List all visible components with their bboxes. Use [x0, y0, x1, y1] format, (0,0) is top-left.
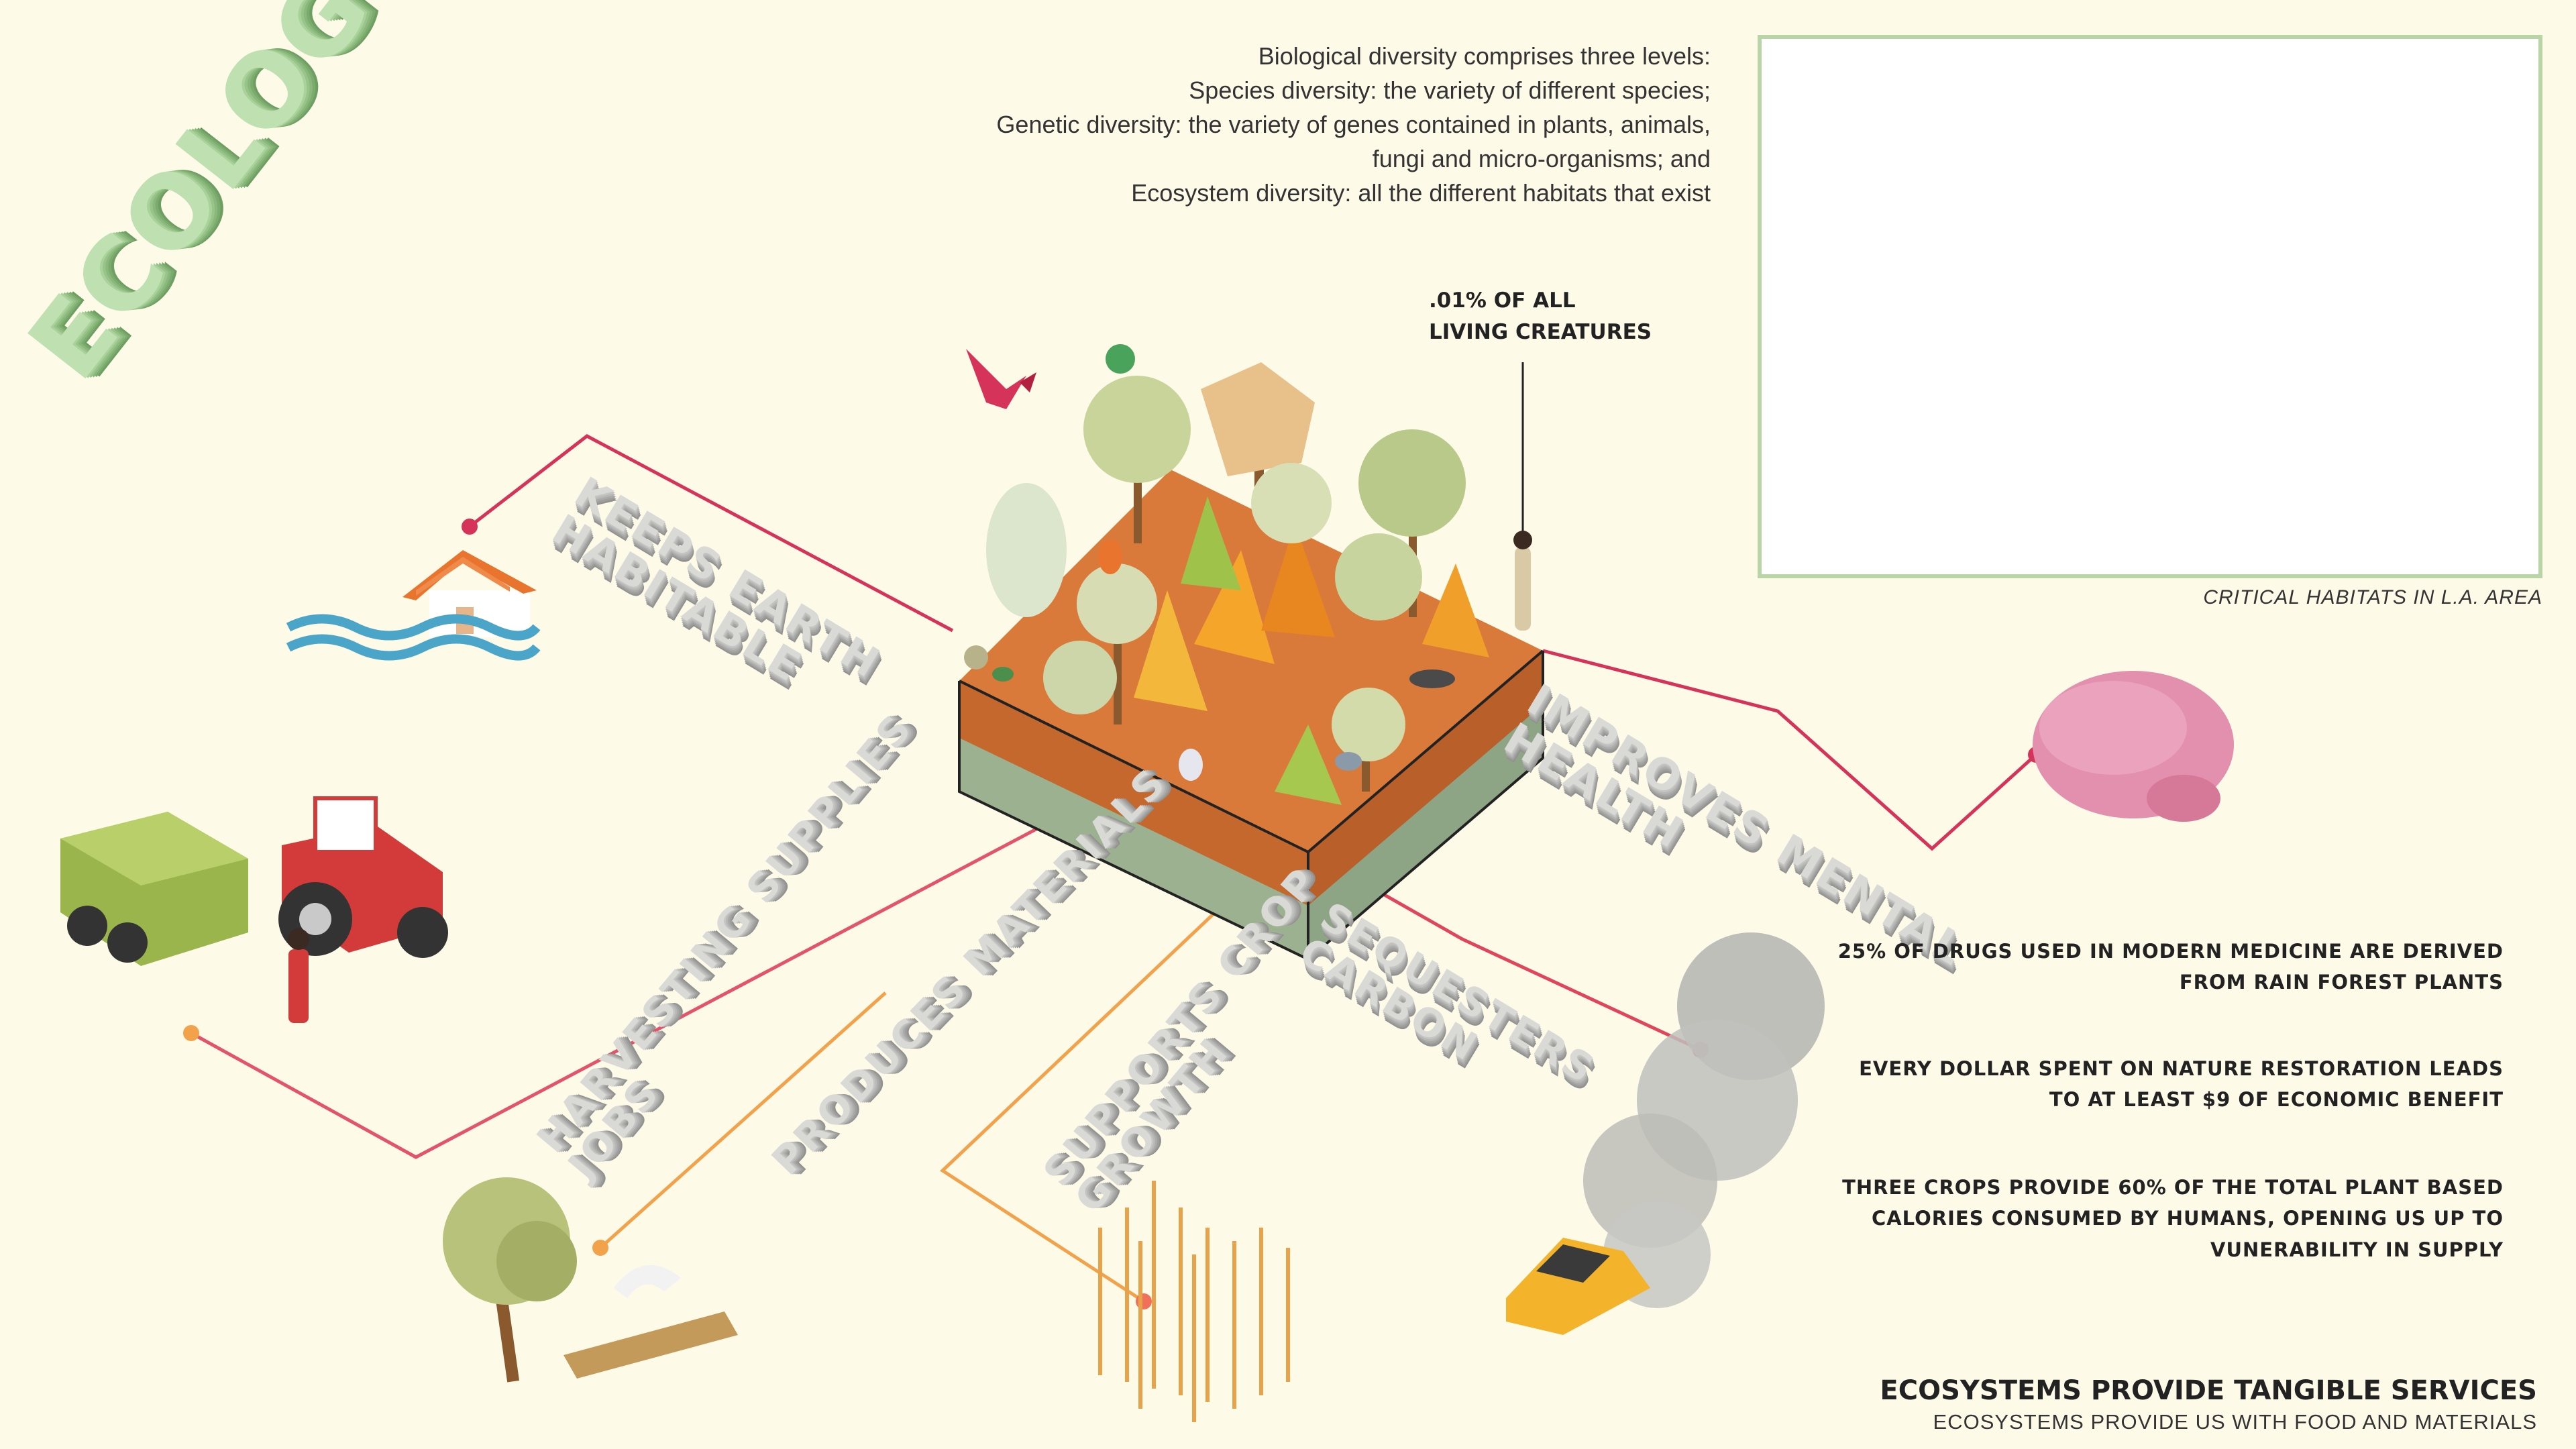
- block-groundwater: [959, 738, 1308, 959]
- leader-line-produces: [599, 991, 887, 1249]
- dot-harvesting: [183, 1025, 199, 1041]
- tree-canopy-4: [1335, 533, 1422, 621]
- orange-bush-2: [1261, 523, 1335, 637]
- duck-icon: [964, 645, 988, 669]
- tree-canopy-1: [1083, 376, 1191, 483]
- intro-line-2: Species diversity: the variety of differ…: [1189, 76, 1711, 105]
- tractor-icon: [60, 796, 448, 1023]
- tree-canopy-8: [986, 483, 1067, 617]
- leader-line-mental: [1542, 649, 2037, 851]
- green-bush-2: [1275, 724, 1342, 805]
- stat-line: THREE CROPS PROVIDE 60% OF THE TOTAL PLA…: [1842, 1176, 2504, 1199]
- intro-line-5: Ecosystem diversity: all the different h…: [1131, 179, 1711, 207]
- frog-icon: [992, 667, 1014, 682]
- tree-canopy-7: [1332, 688, 1405, 761]
- map-caption: CRITICAL HABITATS IN L.A. AREA: [2203, 586, 2542, 608]
- orange-bush-1: [1194, 550, 1275, 664]
- stat-line: EVERY DOLLAR SPENT ON NATURE RESTORATION…: [1859, 1057, 2504, 1080]
- tree-group: [986, 362, 1466, 792]
- stat-line: 25% OF DRUGS USED IN MODERN MEDICINE ARE…: [1837, 940, 2504, 963]
- callout-line-1: .01% OF ALL: [1429, 288, 1576, 313]
- intro-line-4: fungi and micro-organisms; and: [1372, 145, 1711, 173]
- fox-icon: [1098, 539, 1122, 574]
- intro-line-1: Biological diversity comprises three lev…: [1258, 42, 1711, 70]
- resin-icon: [614, 1265, 681, 1298]
- stat-drugs: 25% OF DRUGS USED IN MODERN MEDICINE ARE…: [1838, 936, 2504, 998]
- person-icon: [1515, 547, 1531, 631]
- leader-lines: [190, 362, 2037, 1303]
- habitat-map-frame: [1758, 35, 2542, 578]
- leader-line-keeps-earth: [468, 434, 954, 633]
- red-bird-icon: [966, 349, 1036, 409]
- car-icon: [1506, 1238, 1650, 1335]
- leader-line-harvesting: [190, 786, 1115, 1159]
- block-groundwater-right: [1308, 704, 1543, 959]
- ecosystem-block: [958, 344, 1544, 961]
- badger-icon: [1409, 669, 1455, 688]
- dot-supports: [1136, 1293, 1152, 1309]
- tree-canopy-6: [1043, 641, 1117, 714]
- brain-icon: [2033, 671, 2234, 822]
- stat-line: TO AT LEAST $9 OF ECONOMIC BENEFIT: [2049, 1088, 2504, 1112]
- stat-dollar: EVERY DOLLAR SPENT ON NATURE RESTORATION…: [1859, 1053, 2504, 1116]
- dot-produces: [592, 1240, 608, 1256]
- stat-crops: THREE CROPS PROVIDE 60% OF THE TOTAL PLA…: [1842, 1172, 2504, 1265]
- wheat-field-icon: [1098, 1181, 1290, 1422]
- dot-keeps-earth: [462, 519, 478, 535]
- hedgehog-icon: [1335, 752, 1362, 771]
- stat-line: CALORIES CONSUMED BY HUMANS, OPENING US …: [1871, 1207, 2504, 1230]
- tree-canopy-2: [1201, 362, 1315, 476]
- biodiversity-intro: Biological diversity comprises three lev…: [872, 39, 1711, 211]
- callout-line-2: LIVING CREATURES: [1429, 319, 1652, 344]
- rabbit-icon: [1179, 749, 1203, 781]
- tree-canopy-5: [1077, 564, 1157, 644]
- flooded-house-icon: [286, 550, 541, 661]
- wood-plank-icon: [564, 1311, 738, 1379]
- orange-bush-4: [1422, 564, 1489, 657]
- stat-line: FROM RAIN FOREST PLANTS: [2179, 971, 2504, 994]
- intro-line-3: Genetic diversity: the variety of genes …: [996, 111, 1711, 139]
- creature-callout: .01% OF ALL LIVING CREATURES: [1429, 285, 1652, 347]
- tree-canopy-3: [1358, 429, 1466, 537]
- car-smoke-icon: [1506, 932, 1825, 1335]
- leader-line-supports: [939, 867, 1263, 1303]
- green-bush-1: [1181, 496, 1241, 590]
- orange-bush-3: [1134, 590, 1208, 711]
- parrot-icon: [1106, 344, 1135, 374]
- lumber-tree-icon: [443, 1177, 738, 1383]
- farmer-icon: [288, 949, 309, 1023]
- stat-line: VUNERABILITY IN SUPPLY: [2210, 1238, 2504, 1261]
- footer-title: ECOSYSTEMS PROVIDE TANGIBLE SERVICES: [1880, 1375, 2537, 1406]
- footer-subtitle: ECOSYSTEMS PROVIDE US WITH FOOD AND MATE…: [1933, 1410, 2537, 1434]
- tree-canopy-9: [1251, 463, 1332, 543]
